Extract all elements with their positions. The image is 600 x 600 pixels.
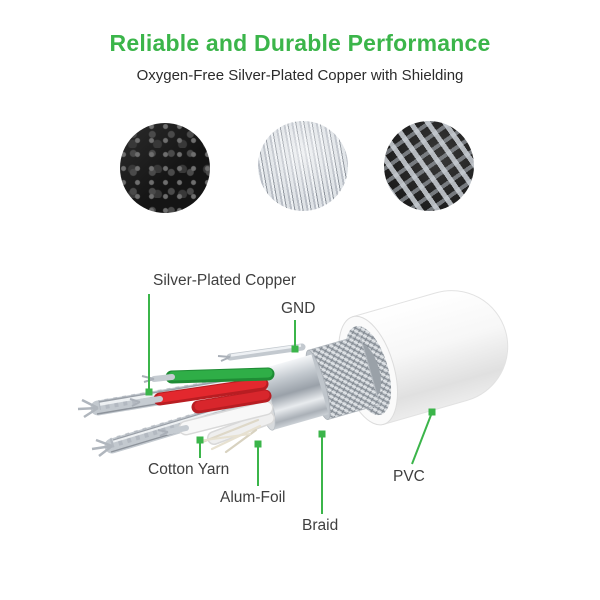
callout-lines xyxy=(148,294,432,514)
label-cotton-yarn: Cotton Yarn xyxy=(148,461,230,478)
gnd-drain-wire xyxy=(217,343,306,362)
green-wire xyxy=(141,367,275,384)
page-subtitle: Oxygen-Free Silver-Plated Copper with Sh… xyxy=(136,67,464,84)
red-wire-front xyxy=(129,377,269,407)
page-title: Reliable and Durable Performance xyxy=(109,30,491,56)
label-alum-foil: Alum-Foil xyxy=(220,489,286,506)
label-braid: Braid xyxy=(302,517,339,534)
marker-silver-plated-copper xyxy=(145,388,153,396)
white-wire-front xyxy=(157,400,274,437)
label-gnd: GND xyxy=(281,300,316,317)
marker-gnd xyxy=(291,345,299,353)
label-pvc: PVC xyxy=(393,468,425,485)
cotton-yarn-fibers xyxy=(197,418,262,454)
copper-granules-photo xyxy=(120,123,210,213)
label-silver-plated-copper: Silver-Plated Copper xyxy=(153,272,297,289)
marker-cotton-yarn xyxy=(196,436,204,444)
marker-braid xyxy=(318,430,326,438)
callout-line-pvc xyxy=(411,414,432,465)
marker-alum-foil xyxy=(254,440,262,448)
silver-strands-photo xyxy=(258,121,348,211)
metal-shield-photo xyxy=(384,121,474,211)
callout-markers xyxy=(145,345,436,448)
marker-pvc xyxy=(428,408,436,416)
red-wire-back xyxy=(191,389,272,414)
